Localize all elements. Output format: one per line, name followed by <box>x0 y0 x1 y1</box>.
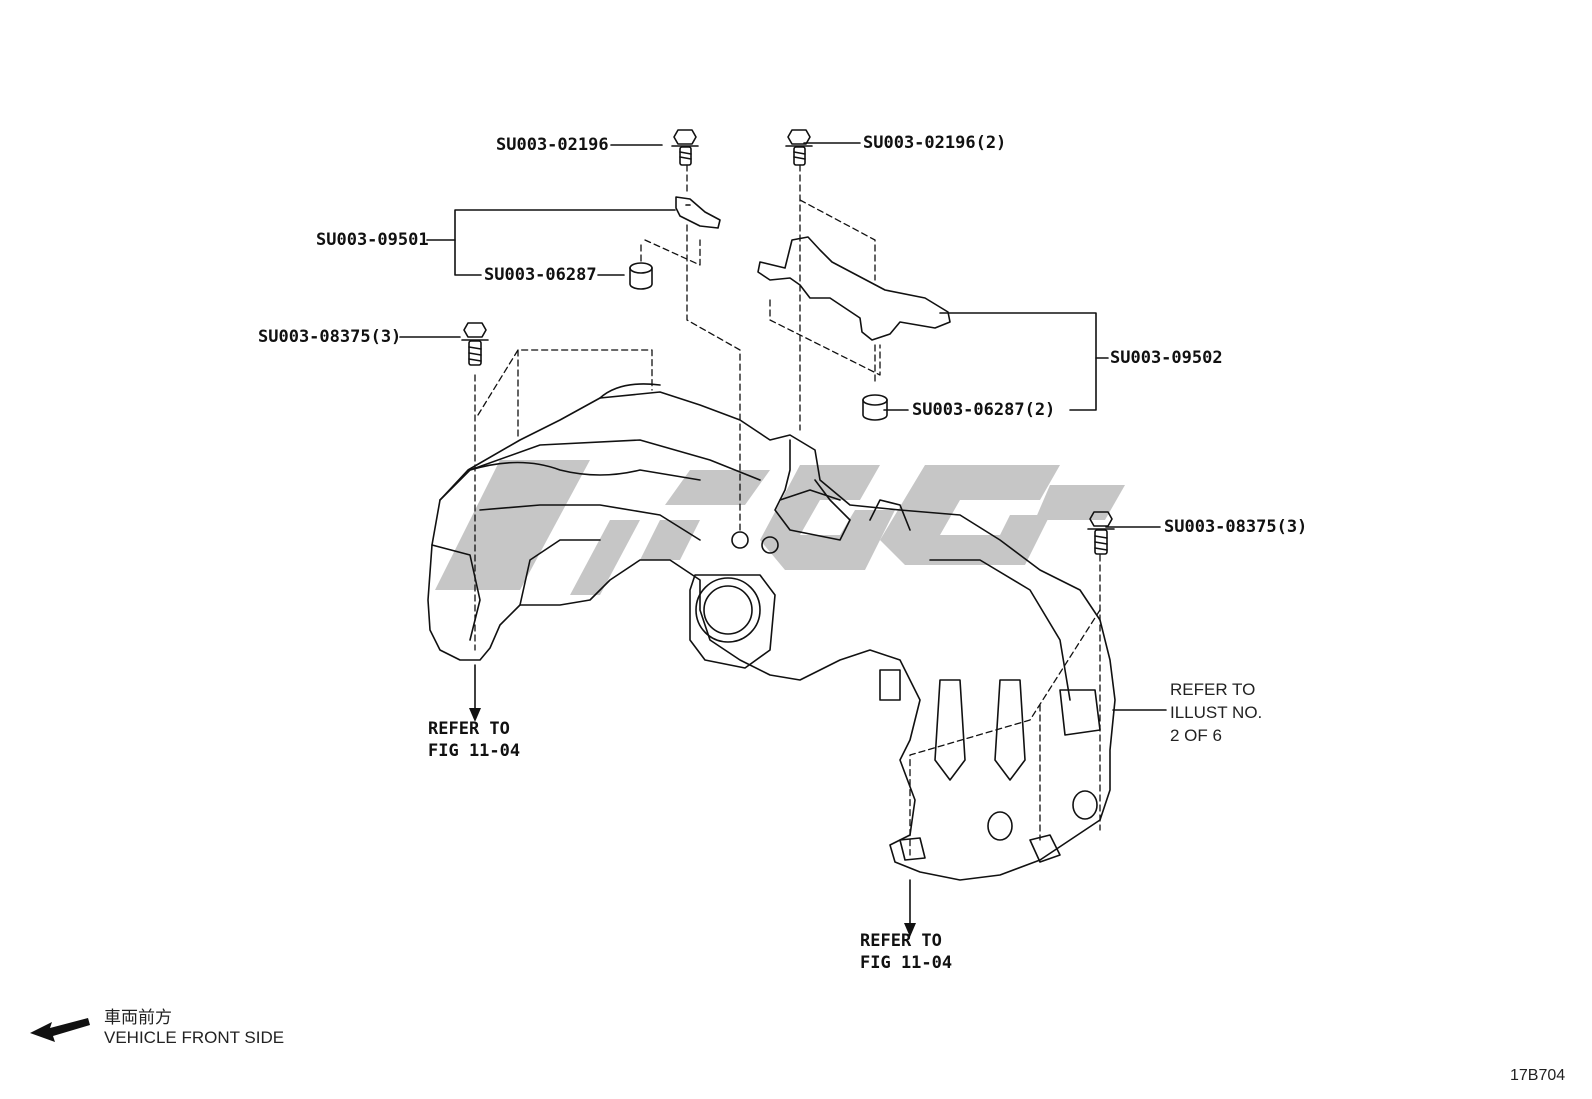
grommet-left-icon <box>629 262 653 290</box>
reference-illust[interactable]: REFER TO ILLUST NO. 2 OF 6 <box>1170 678 1262 747</box>
reference-illust-line2: ILLUST NO. <box>1170 703 1263 722</box>
callout-bolt-left-top: SU003-02196 <box>496 135 609 155</box>
orientation-japanese: 車両前方 <box>104 1008 172 1027</box>
orientation-english: VEHICLE FRONT SIDE <box>104 1028 285 1047</box>
bolt-left-top-icon <box>671 129 699 166</box>
orientation-label: 車両前方 VEHICLE FRONT SIDE <box>104 1008 284 1048</box>
reference-left[interactable]: REFER TO FIG 11-04 <box>428 718 520 762</box>
reference-bottom-line1: REFER TO <box>860 931 942 951</box>
callout-grommet-right: SU003-06287(2) <box>912 400 1056 420</box>
watermark-logo <box>435 460 1125 595</box>
arrow-left-head <box>469 708 481 722</box>
grommet-right-icon <box>862 394 888 421</box>
callout-bolt-right-top: SU003-02196(2) <box>863 133 1007 153</box>
bolt-manifold-right-icon <box>1087 511 1115 555</box>
bracket-left-icon <box>675 196 721 229</box>
bracket-right-icon <box>757 236 951 341</box>
leader-lines <box>399 142 1167 711</box>
callout-bracket-right: SU003-09502 <box>1110 348 1223 368</box>
bolt-manifold-left-icon <box>461 322 489 366</box>
callout-bracket-left: SU003-09501 <box>316 230 429 250</box>
callout-bolt-manifold-right: SU003-08375(3) <box>1164 517 1308 537</box>
callout-bolt-manifold-left: SU003-08375(3) <box>258 327 402 347</box>
reference-illust-line1: REFER TO <box>1170 680 1256 699</box>
figure-code: 17B704 <box>1510 1067 1566 1084</box>
intake-manifold-icon <box>427 383 1116 881</box>
reference-left-line1: REFER TO <box>428 719 510 739</box>
assembly-dashes <box>474 164 1101 856</box>
reference-left-line2: FIG 11-04 <box>428 741 521 761</box>
bolt-right-top-icon <box>785 129 813 166</box>
reference-bottom[interactable]: REFER TO FIG 11-04 <box>860 930 952 974</box>
vehicle-front-arrow-icon <box>30 1018 90 1042</box>
reference-bottom-line2: FIG 11-04 <box>860 953 953 973</box>
reference-illust-line3: 2 OF 6 <box>1170 726 1222 745</box>
callout-grommet-left: SU003-06287 <box>484 265 597 285</box>
arrow-bottom-head <box>904 923 916 937</box>
